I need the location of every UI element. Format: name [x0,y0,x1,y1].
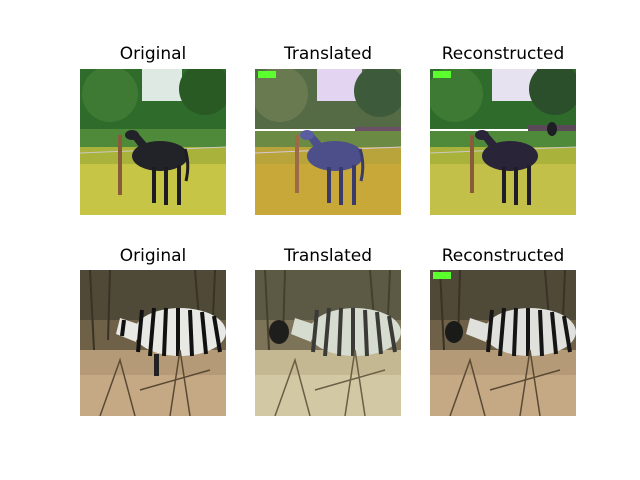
green-marker [433,71,451,78]
panel-title-r2-reconstructed: Reconstructed [441,246,565,266]
panel-title-r1-original: Original [119,44,187,64]
green-marker [433,272,451,279]
panel-title-r2-original: Original [119,246,187,266]
horse-translated-image [255,69,401,215]
zebra-reconstructed-image [430,270,576,416]
green-marker [258,71,276,78]
panel-title-r1-reconstructed: Reconstructed [441,44,565,64]
panel-title-r1-translated: Translated [284,44,372,64]
horse-original-image [80,69,226,215]
panel-title-r2-translated: Translated [284,246,372,266]
zebra-translated-image [255,270,401,416]
horse-reconstructed-image [430,69,576,215]
zebra-original-image [80,270,226,416]
